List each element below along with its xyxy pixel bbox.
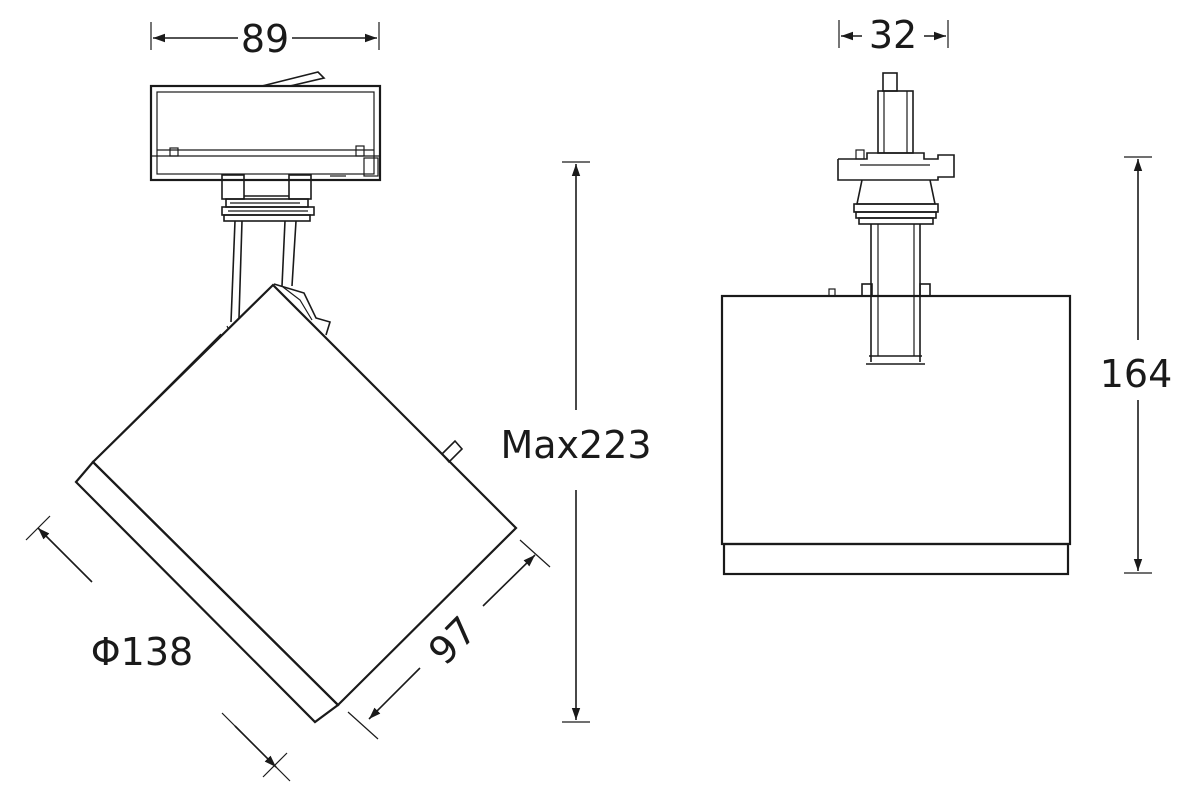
dimension-164-label: 164	[1100, 352, 1173, 396]
dimension-max-height: Max223	[500, 161, 652, 723]
lamp-head	[74, 283, 518, 724]
pivot	[273, 283, 332, 336]
dimension-diameter: Φ138	[25, 515, 291, 782]
dimension-89: 89	[150, 17, 380, 61]
track-adapter	[149, 71, 382, 182]
side-view: 89	[25, 17, 652, 782]
front-body	[720, 294, 1072, 576]
dimension-max-height-label: Max223	[500, 423, 651, 467]
dimension-32-label: 32	[869, 13, 917, 57]
dimension-97-label: 97	[420, 608, 485, 673]
front-stem	[828, 224, 931, 365]
dimension-diameter-label: Φ138	[91, 630, 193, 674]
neck	[221, 174, 315, 222]
stem	[230, 220, 297, 323]
front-adapter	[837, 72, 955, 225]
dimension-97: 97	[347, 539, 551, 740]
front-view: 32	[720, 13, 1173, 576]
dimension-89-label: 89	[241, 17, 289, 61]
dimension-164: 164	[1100, 156, 1173, 574]
dimension-32: 32	[838, 13, 949, 57]
